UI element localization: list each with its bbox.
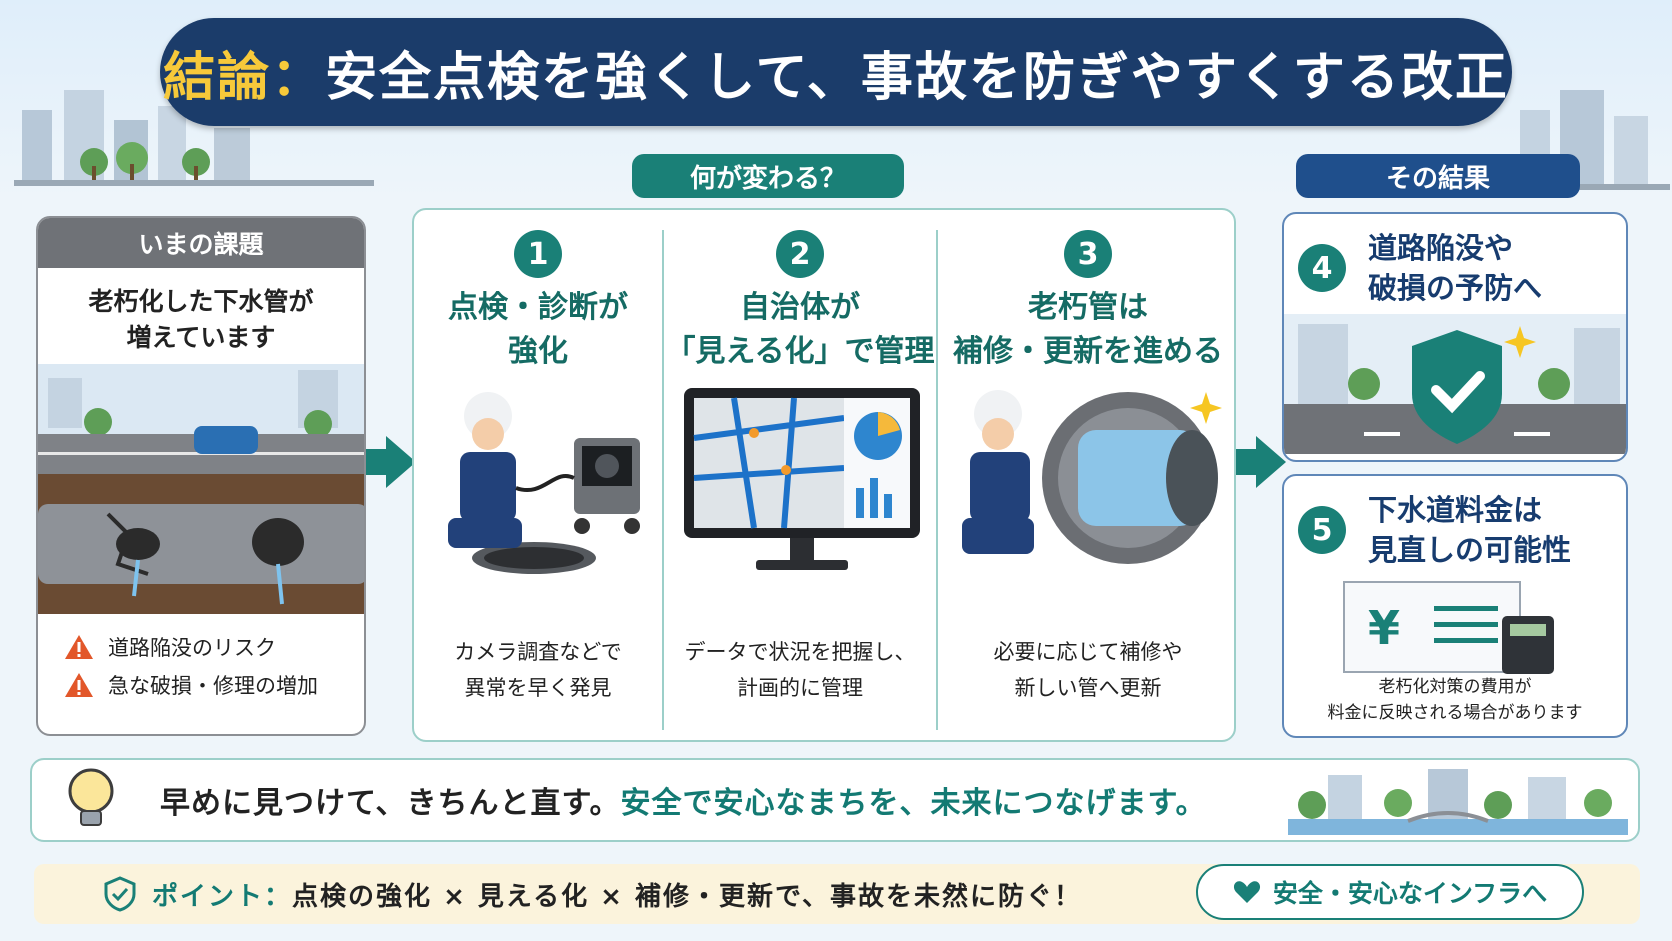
- change-title: 自治体が 「見える化」で管理: [665, 290, 935, 369]
- step-number: 3: [1064, 230, 1112, 278]
- issue-title: 老朽化した下水管が 増えています: [88, 287, 314, 352]
- change-description: 必要に応じて補修や 新しい管へ更新: [993, 640, 1183, 700]
- message-part-2: 安全で安心なまちを、未来につなげます。: [620, 786, 1207, 821]
- change-description: カメラ調査などで 異常を早く発見: [454, 640, 622, 700]
- risk-label: 急な破損・修理の増加: [108, 674, 318, 698]
- changes-header: 何が変わる？: [632, 154, 904, 198]
- changes-card: 1 点検・診断が 強化 カメラ調査などで 異常を早く発見 2 自治体が 「見える…: [412, 208, 1236, 742]
- result-header: その結果: [1296, 154, 1580, 198]
- message-bar: 早めに見つけて、きちんと直す。 安全で安心なまちを、未来につなげます。: [30, 758, 1640, 842]
- step-number: 2: [776, 230, 824, 278]
- step-number: 5: [1298, 506, 1346, 554]
- shield-check-icon: [104, 876, 136, 912]
- risk-item: 急な破損・修理の増加: [64, 666, 364, 704]
- pipe-repair-illustration: [962, 390, 1222, 564]
- shield-check-icon: [1412, 330, 1502, 444]
- yen-icon: ¥: [1368, 601, 1400, 655]
- point-label: ポイント：: [152, 881, 293, 912]
- message-part-1: 早めに見つけて、きちんと直す。: [160, 786, 621, 821]
- step-number: 1: [514, 230, 562, 278]
- heart-icon: [1233, 881, 1260, 903]
- river-town-illustration: [1288, 769, 1628, 835]
- infra-badge-text: 安全・安心なインフラへ: [1272, 879, 1548, 908]
- change-column-3: 3 老朽管は 補修・更新を進める 必要に応じて補修や 新しい管へ更新: [938, 210, 1234, 740]
- cracked-pipe-illustration: [38, 364, 364, 614]
- inspector-camera-illustration: [448, 392, 640, 574]
- warning-icon: [65, 673, 93, 697]
- title-main: 安全点検を強くして、事故を防ぎやすくする改正: [325, 47, 1509, 108]
- title-banner: 結論： 安全点検を強くして、事故を防ぎやすくする改正: [160, 18, 1512, 126]
- result-card-5: 5 下水道料金は 見直しの可能性 ¥ 老朽化対策の費用が 料金に反映される場合が…: [1282, 474, 1628, 738]
- result-title: 下水道料金は 見直しの可能性: [1368, 493, 1572, 567]
- result-title: 道路陥没や 破損の予防へ: [1368, 231, 1543, 305]
- arrow-right-icon: [1236, 436, 1286, 488]
- sparkle-icon: [1190, 392, 1222, 424]
- bill-calculator-illustration: ¥: [1343, 581, 1554, 674]
- result-card-4: 4 道路陥没や 破損の予防へ: [1282, 212, 1628, 462]
- monitor-dashboard-illustration: [684, 388, 920, 570]
- risk-item: 道路陥没のリスク: [64, 628, 364, 666]
- sparkle-icon: [1504, 326, 1536, 358]
- arrow-right-icon: [366, 436, 416, 488]
- road-shield-illustration: [1284, 314, 1626, 454]
- change-column-1: 1 点検・診断が 強化 カメラ調査などで 異常を早く発見: [414, 210, 662, 740]
- warning-icon: [65, 635, 93, 659]
- issue-card: いまの課題 老朽化した下水管が 増えています 道路陥没のリスク 急な破損・修理の…: [36, 216, 366, 736]
- change-title: 点検・診断が 強化: [448, 290, 628, 369]
- point-text: 点検の強化 × 見える化 × 補修・更新で、事故を未然に防ぐ！: [292, 881, 1082, 912]
- change-description: データで状況を把握し、 計画的に管理: [684, 640, 916, 700]
- issue-header: いまの課題: [38, 218, 364, 268]
- lightbulb-icon: [68, 768, 114, 826]
- infra-badge: 安全・安心なインフラへ: [1196, 864, 1584, 920]
- change-title: 老朽管は 補修・更新を進める: [953, 290, 1223, 369]
- city-skyline-left: [14, 90, 374, 186]
- title-prefix: 結論：: [163, 47, 326, 108]
- result-note: 老朽化対策の費用が 料金に反映される場合があります: [1327, 677, 1583, 723]
- step-number: 4: [1298, 244, 1346, 292]
- car-icon: [194, 426, 258, 454]
- risk-label: 道路陥没のリスク: [108, 636, 276, 660]
- change-column-2: 2 自治体が 「見える化」で管理 データで状況を把握し、 計画的に管理: [664, 210, 936, 740]
